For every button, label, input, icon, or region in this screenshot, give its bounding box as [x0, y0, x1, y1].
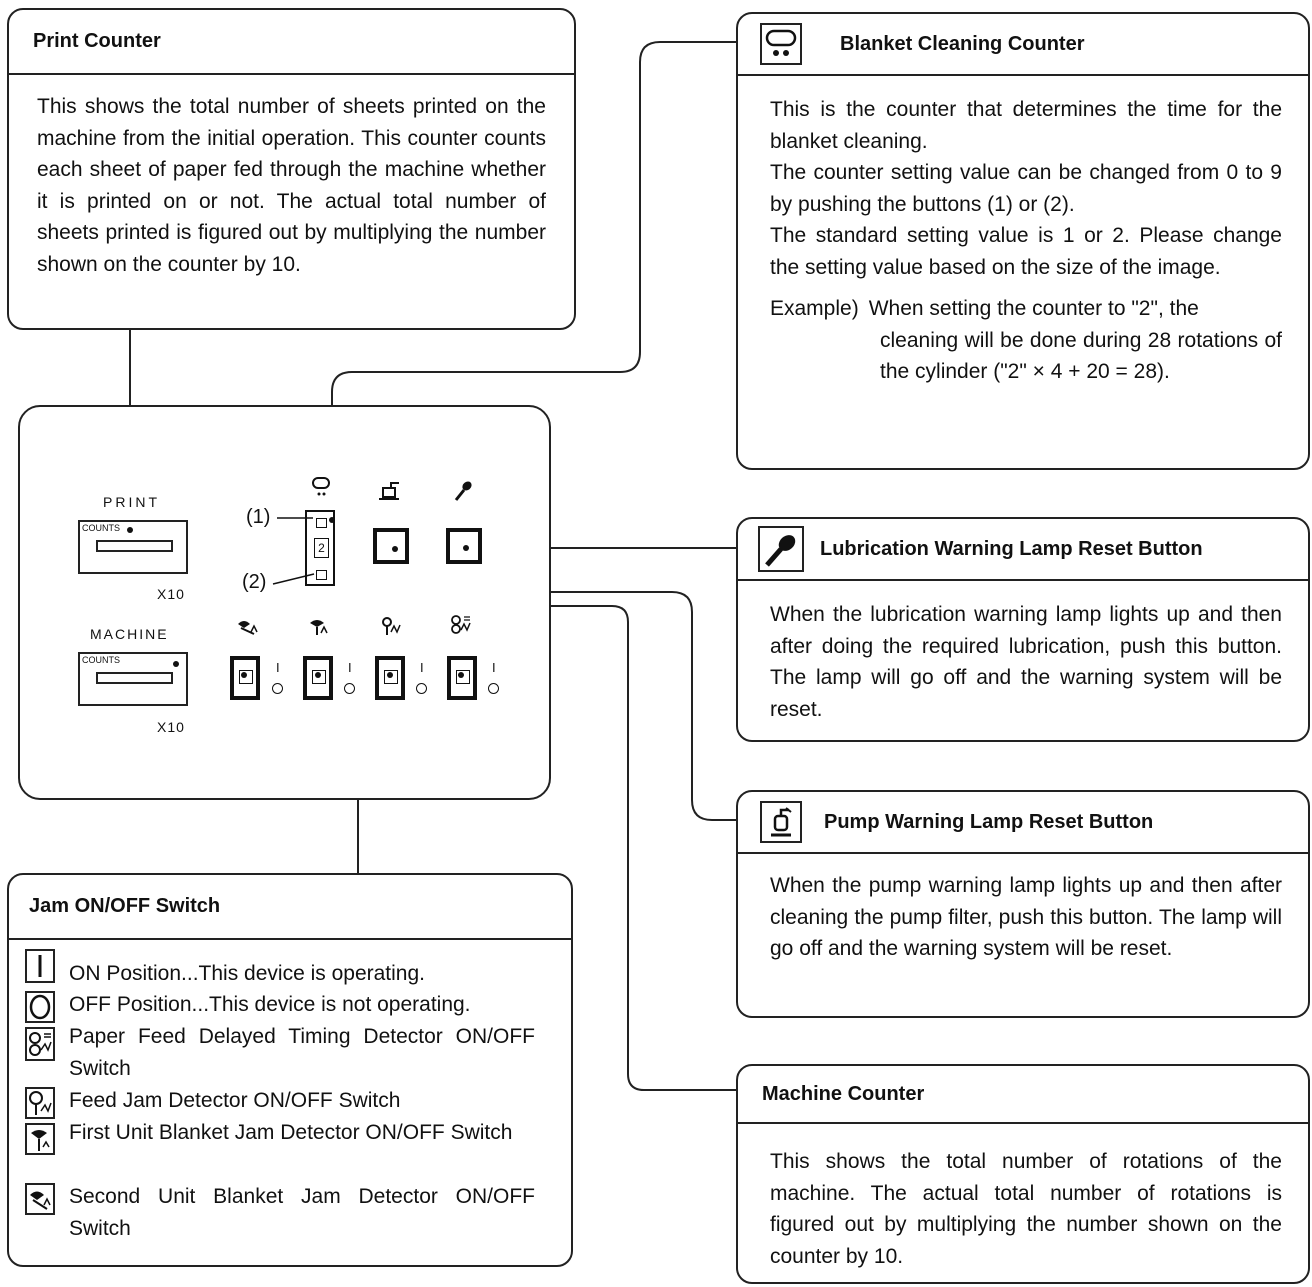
jam-switch-box: Jam ON/OFF Switch ON Position...This dev… [7, 873, 573, 1267]
lubrication-description: When the lubrication warning lamp lights… [770, 603, 1282, 721]
first-unit-on-mark: I [348, 660, 352, 675]
paper-feed-delayed-text: Paper Feed Delayed Timing Detector ON/OF… [69, 1025, 535, 1080]
machine-counter-description: This shows the total number of rotations… [770, 1150, 1282, 1268]
off-position-text: OFF Position...This device is not operat… [69, 993, 471, 1016]
feed-jam-icon [25, 1087, 55, 1119]
pump-box: Pump Warning Lamp Reset Button When the … [736, 790, 1310, 1018]
jam-switch-title: Jam ON/OFF Switch [29, 895, 221, 917]
print-label: PRINT [103, 494, 160, 510]
print-counter-window [96, 540, 173, 552]
machine-counter-window [96, 672, 173, 684]
control-panel [18, 405, 551, 800]
machine-counter-header: Machine Counter [738, 1066, 1308, 1124]
first-unit-off-mark [344, 683, 355, 694]
lubrication-panel-icon [452, 478, 476, 507]
print-counter-display: COUNTS [78, 520, 188, 574]
print-counter-description: This shows the total number of sheets pr… [37, 95, 546, 276]
blanket-cleaning-example: Example) When setting the counter to "2"… [770, 297, 1199, 320]
on-position-icon [25, 949, 55, 983]
first-unit-jam-panel-icon [308, 616, 332, 641]
paper-feed-delayed-off-mark [488, 683, 499, 694]
second-unit-jam-icon [25, 1183, 55, 1215]
print-counter-title: Print Counter [33, 30, 161, 52]
setting-value-display: 2 [314, 538, 329, 558]
decrement-button[interactable] [316, 570, 327, 580]
machine-label: MACHINE [90, 626, 169, 642]
lubrication-box: Lubrication Warning Lamp Reset Button Wh… [736, 517, 1310, 742]
first-unit-jam-switch[interactable] [303, 656, 333, 700]
first-unit-jam-text: First Unit Blanket Jam Detector ON/OFF S… [69, 1121, 513, 1144]
second-unit-off-mark [272, 683, 283, 694]
on-position-text: ON Position...This device is operating. [69, 962, 425, 985]
machine-counter-title: Machine Counter [762, 1082, 925, 1105]
pump-reset-button[interactable] [373, 528, 409, 564]
feed-jam-switch[interactable] [375, 656, 405, 700]
blanket-counter-setter: 2 [305, 510, 335, 586]
second-unit-jam-switch[interactable] [230, 656, 260, 700]
blanket-cleaning-box: Blanket Cleaning Counter This is the cou… [736, 12, 1310, 470]
first-unit-jam-icon [25, 1123, 55, 1155]
blanket-cleaning-title: Blanket Cleaning Counter [840, 32, 1085, 55]
machine-multiplier: X10 [157, 719, 185, 735]
pump-description: When the pump warning lamp lights up and… [770, 874, 1282, 960]
paper-feed-delayed-switch[interactable] [447, 656, 477, 700]
oil-can-icon [758, 526, 804, 572]
print-counter-header: Print Counter [9, 10, 574, 75]
increment-button[interactable] [316, 518, 327, 528]
blanket-cleaning-description: This is the counter that determines the … [770, 98, 1282, 383]
feed-jam-text: Feed Jam Detector ON/OFF Switch [69, 1089, 401, 1112]
paper-feed-delayed-on-mark: I [492, 660, 496, 675]
pump-header: Pump Warning Lamp Reset Button [738, 792, 1308, 854]
feed-jam-on-mark: I [420, 660, 424, 675]
blanket-counter-icon [310, 476, 334, 505]
callout-2: (2) [242, 571, 267, 593]
lubrication-header: Lubrication Warning Lamp Reset Button [738, 519, 1308, 581]
off-position-icon [25, 991, 55, 1023]
lubrication-reset-button[interactable] [446, 528, 482, 564]
pump-title: Pump Warning Lamp Reset Button [824, 810, 1154, 833]
second-unit-on-mark: I [276, 660, 280, 675]
jam-switch-header: Jam ON/OFF Switch [9, 875, 571, 940]
blanket-cleaning-icon [760, 23, 802, 65]
callout-1: (1) [246, 506, 271, 528]
pump-panel-icon [377, 480, 403, 507]
pump-icon [760, 801, 802, 843]
paper-feed-delayed-panel-icon [450, 614, 476, 641]
machine-counter-display: COUNTS [78, 652, 188, 706]
lubrication-title: Lubrication Warning Lamp Reset Button [820, 537, 1203, 560]
second-unit-jam-panel-icon [236, 616, 260, 641]
second-unit-jam-text: Second Unit Blanket Jam Detector ON/OFF … [69, 1185, 535, 1240]
machine-counter-box: Machine Counter This shows the total num… [736, 1064, 1310, 1284]
print-multiplier: X10 [157, 586, 185, 602]
print-counter-box: Print Counter This shows the total numbe… [7, 8, 576, 330]
feed-jam-panel-icon [380, 616, 404, 641]
paper-feed-delayed-icon [25, 1027, 55, 1061]
blanket-cleaning-header: Blanket Cleaning Counter [738, 14, 1308, 76]
feed-jam-off-mark [416, 683, 427, 694]
